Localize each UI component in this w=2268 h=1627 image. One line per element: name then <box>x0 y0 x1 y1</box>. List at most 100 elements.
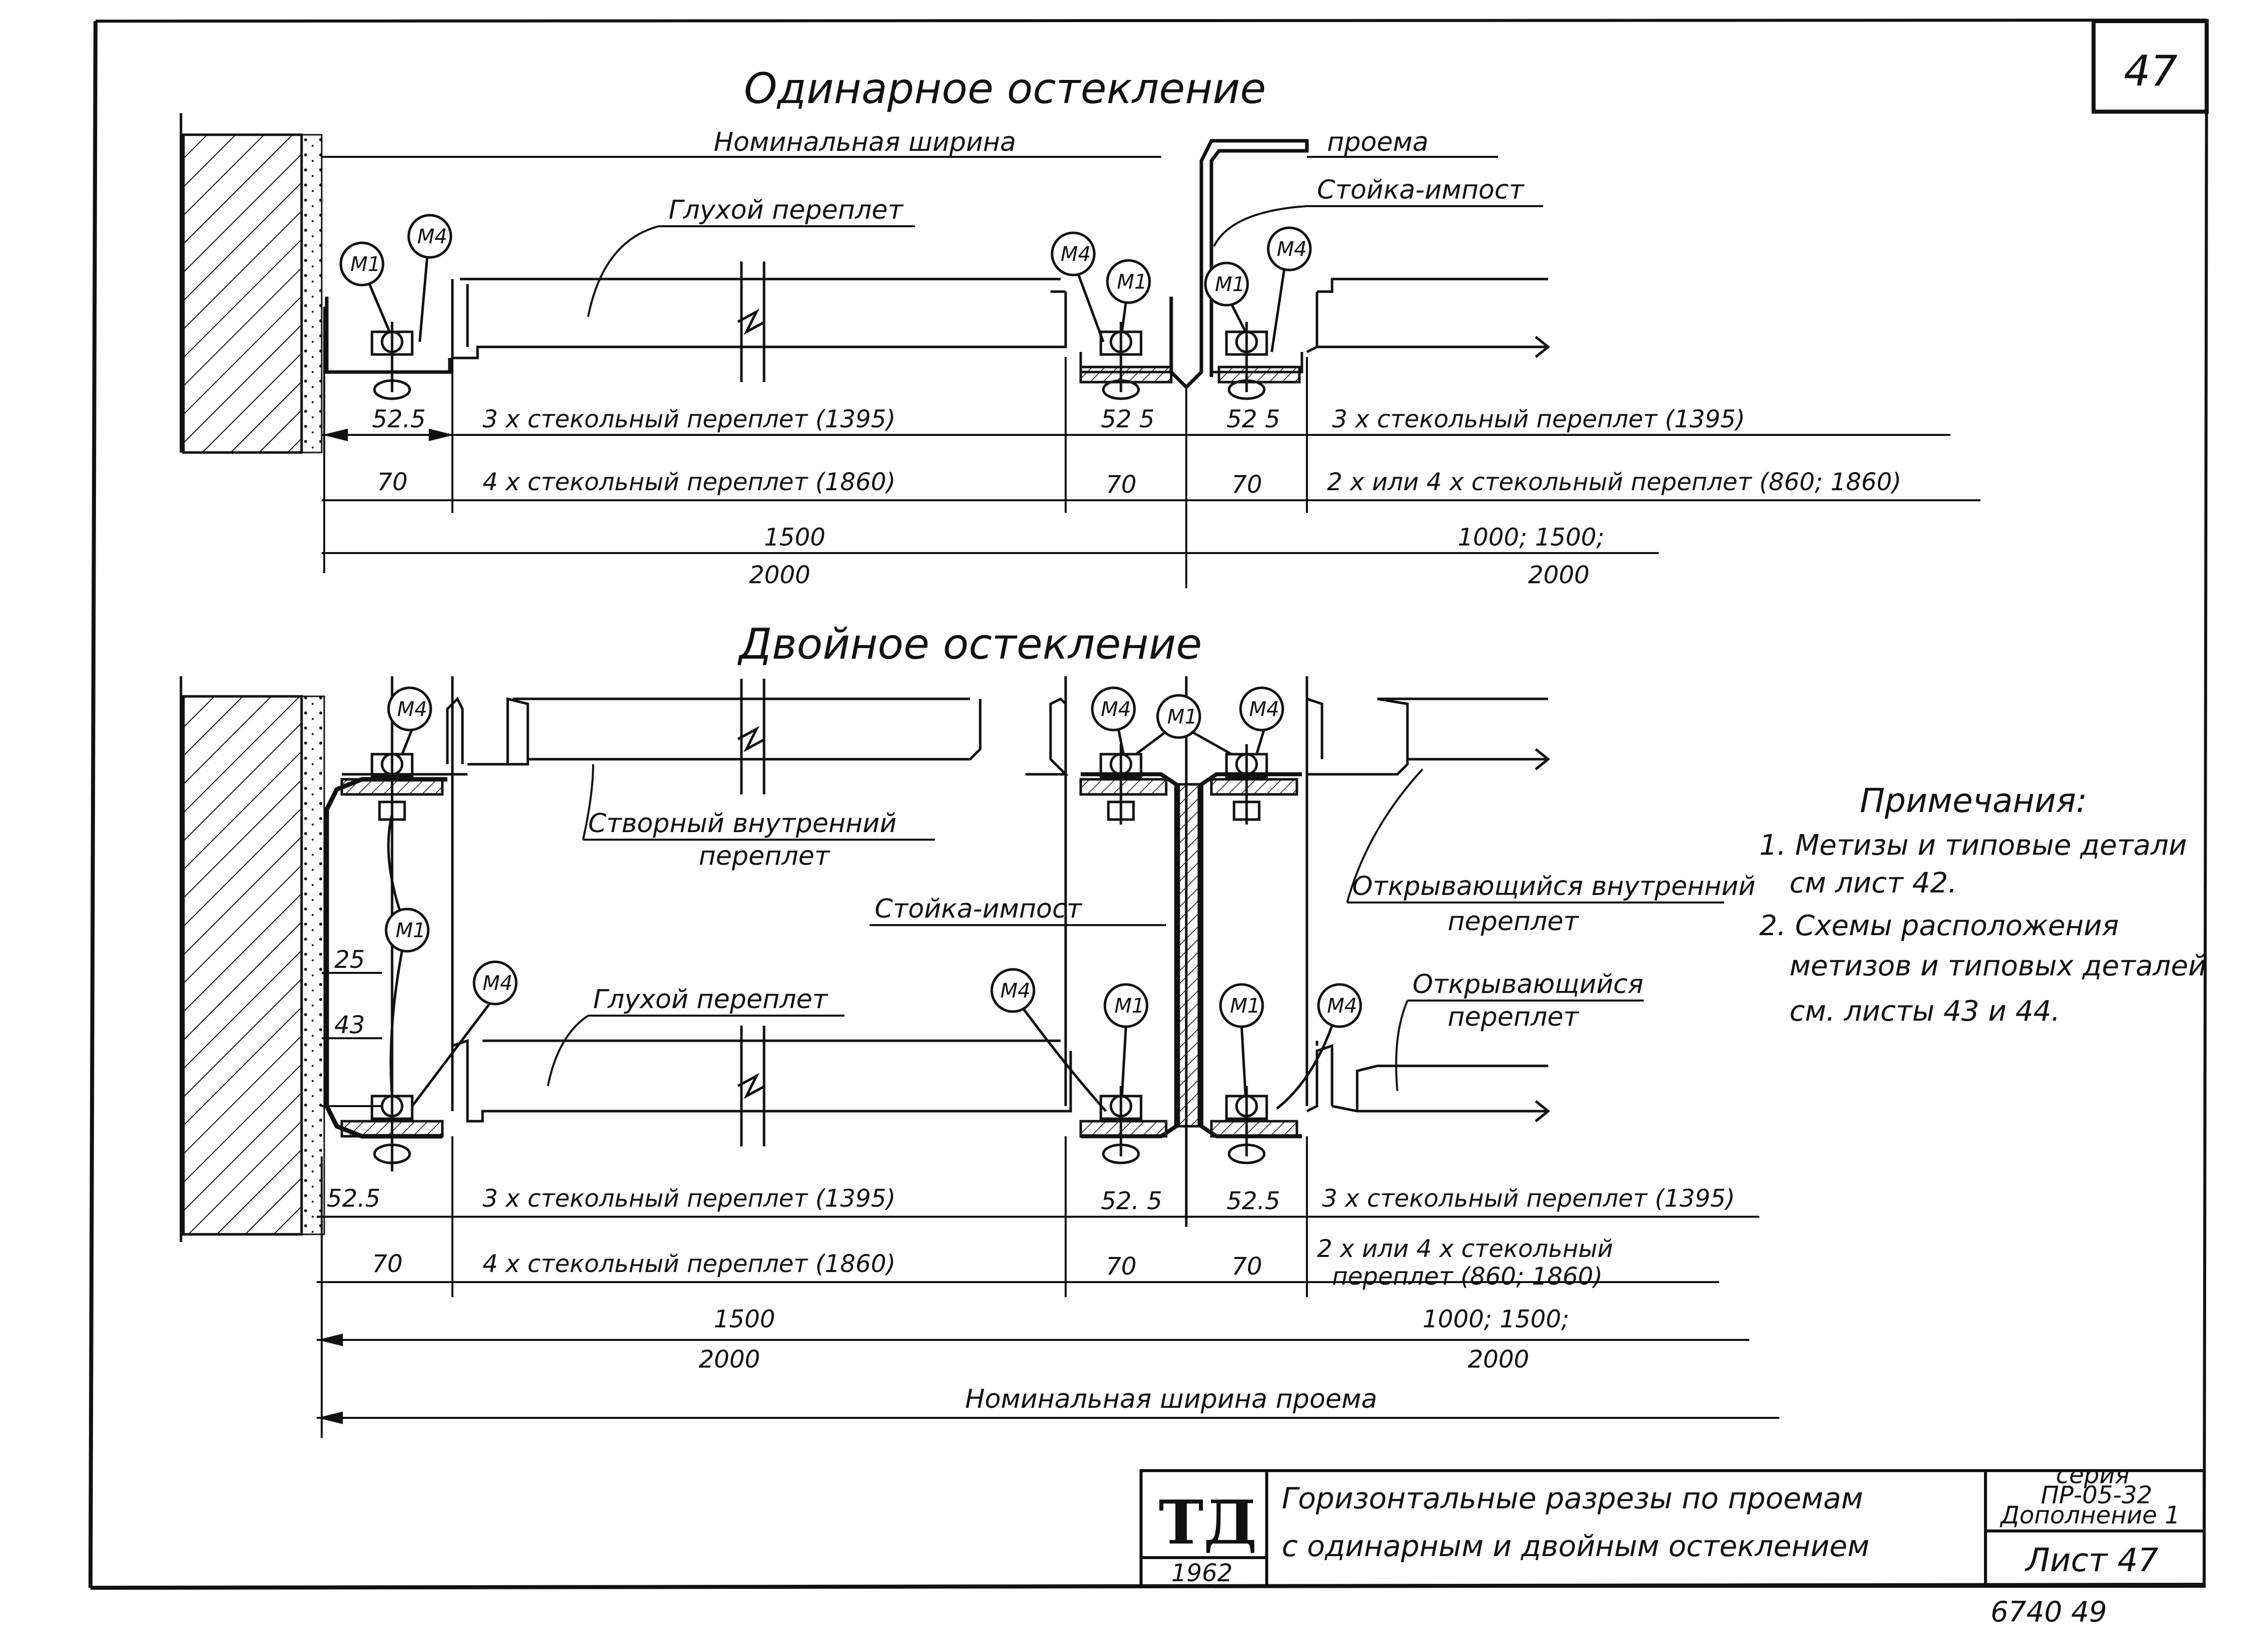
single-total-left-a: 1500 <box>764 523 825 552</box>
double-nominal-label: Номинальная ширина проема <box>965 1384 1377 1414</box>
series-code: ПР-05-32 <box>2041 1481 2152 1509</box>
single-dim-1-4: 3 х стекольный переплет (1395) <box>1332 405 1745 433</box>
single-dim-2-1: 4 х стекольный переплет (1860) <box>483 468 896 496</box>
note-line-3: метизов и типовых деталей <box>1789 950 2207 982</box>
dcallout-m1-a: М1 <box>1167 705 1197 729</box>
callout-m1-b: М1 <box>1117 270 1147 294</box>
dcallout-m4-c: М4 <box>1249 698 1279 721</box>
opening-inner-label: Открывающийся внутренний <box>1352 871 1755 901</box>
dcallout-m4-f: М4 <box>1327 995 1357 1018</box>
dbolt-3 <box>1225 744 1268 825</box>
double-bolts <box>370 744 1268 1164</box>
title-block-line2: с одинарным и двойным остеклением <box>1282 1529 1869 1563</box>
note-line-2: 2. Схемы расположения <box>1759 910 2119 942</box>
double-fixed-frame-label: Глухой переплет <box>593 984 828 1015</box>
bolt-2 <box>1099 322 1143 400</box>
double-section-lines <box>324 676 1551 1227</box>
single-post-label: Стойка-импост <box>1317 175 1525 205</box>
dcallout-m4-d: М4 <box>483 972 513 995</box>
dcallout-m4-e: М4 <box>1000 979 1030 1003</box>
double-total-right-b: 2000 <box>1468 1345 1529 1374</box>
single-wall <box>179 113 323 454</box>
note-line-4: см. листы 43 и 44. <box>1789 995 2060 1028</box>
bolt-1 <box>370 322 414 400</box>
single-dim-1-2: 52 5 <box>1101 405 1155 433</box>
single-total-left-b: 2000 <box>749 561 810 589</box>
single-dim-1-3: 52 5 <box>1226 405 1280 433</box>
opening-leader <box>1395 1000 1408 1092</box>
double-dim-2-1: 4 х стекольный переплет (1860) <box>483 1250 896 1278</box>
opening-inner-label-2: переплет <box>1448 907 1579 937</box>
single-dim-2-4: 2 х или 4 х стекольный переплет (860; 18… <box>1327 468 1902 496</box>
opening-label: Открывающийся <box>1412 969 1643 1000</box>
single-dimension-lines <box>322 307 1980 588</box>
double-total-left-b: 2000 <box>699 1345 760 1374</box>
double-dim-2-5: переплет (860; 1860) <box>1332 1262 1602 1291</box>
dim-43: 43 <box>334 1011 365 1039</box>
sheet-number: 47 <box>2124 46 2178 96</box>
title-block-line1: Горизонтальные разрезы по проемам <box>1282 1481 1863 1515</box>
hinged-inner-label: Створный внутренний <box>588 808 897 839</box>
dim-25: 25 <box>334 946 365 974</box>
double-callouts <box>385 686 1362 1112</box>
double-dim-2-3: 70 <box>1232 1252 1262 1281</box>
double-dimension-lines <box>317 1136 1779 1438</box>
single-dim-1-0: 52.5 <box>372 405 426 433</box>
double-dim-2-2: 70 <box>1106 1252 1137 1281</box>
bottom-code: 6740 49 <box>1991 1596 2107 1627</box>
title-block-logo: ТД <box>1159 1487 1257 1558</box>
dbolt-6 <box>1225 1086 1268 1164</box>
single-callouts <box>339 214 1312 352</box>
title-block <box>1140 1469 2206 1588</box>
notes: Примечания: 1. Метизы и типовые детали с… <box>1759 781 2207 1028</box>
dbolt-2 <box>1099 744 1143 825</box>
dcallout-m1-d: М1 <box>1230 995 1260 1018</box>
title-block-year: 1962 <box>1171 1559 1233 1587</box>
single-fixed-leader <box>587 225 659 317</box>
single-nominal-label: Номинальная ширина <box>714 127 1016 157</box>
single-total-right-b: 2000 <box>1528 561 1589 589</box>
double-dim-1-3: 52.5 <box>1226 1187 1280 1215</box>
double-dim-1-4: 3 х стекольный переплет (1395) <box>1322 1185 1735 1213</box>
single-dim-2-0: 70 <box>377 468 408 496</box>
dcallout-m1-c: М1 <box>1114 995 1145 1018</box>
notes-heading: Примечания: <box>1860 781 2087 820</box>
note-line-0: 1. Метизы и типовые детали <box>1759 829 2187 862</box>
double-dim-1-1: 3 х стекольный переплет (1395) <box>483 1185 896 1213</box>
bolt-3 <box>1225 322 1268 400</box>
double-vertical-dims <box>322 972 382 1107</box>
single-dim-2-3: 70 <box>1232 471 1262 499</box>
single-dim-2-2: 70 <box>1106 471 1137 499</box>
series-label: серия <box>2056 1461 2129 1489</box>
callout-m4-b: М4 <box>1061 243 1091 266</box>
dcallout-m4-a: М4 <box>397 698 427 721</box>
single-bolts <box>370 322 1268 400</box>
hinged-inner-label-2: переплет <box>699 841 830 871</box>
callout-m1-c: М1 <box>1215 273 1245 296</box>
single-fixed-frame-label: Глухой переплет <box>669 195 904 225</box>
double-total-left-a: 1500 <box>714 1305 775 1333</box>
series-supplement: Дополнение 1 <box>2000 1501 2180 1529</box>
single-post-leader <box>1213 205 1307 247</box>
callout-m4-a: М4 <box>417 225 447 248</box>
dcallout-m1-b: М1 <box>396 919 426 942</box>
double-fixed-leader <box>547 1015 589 1087</box>
hinged-leader <box>582 764 594 840</box>
double-dim-1-2: 52. 5 <box>1101 1187 1162 1215</box>
double-dim-2-4: 2 х или 4 х стекольный <box>1317 1235 1613 1263</box>
dbolt-5 <box>1099 1086 1143 1164</box>
single-section-lines <box>322 139 1551 390</box>
sheet-label: Лист 47 <box>2025 1542 2158 1579</box>
double-dim-1-0: 52.5 <box>327 1185 381 1213</box>
double-post-label: Стойка-импост <box>875 894 1083 924</box>
single-total-right-a: 1000; 1500; <box>1458 523 1604 552</box>
single-nominal-label-right: проема <box>1327 127 1429 157</box>
double-glazing-title: Двойное остекление <box>737 619 1202 669</box>
dcallout-m4-b: М4 <box>1101 698 1131 721</box>
opening-label-2: переплет <box>1448 1002 1579 1032</box>
double-wall <box>179 676 325 1242</box>
callout-m1-a: М1 <box>350 253 381 276</box>
note-line-1: см лист 42. <box>1789 867 1957 899</box>
single-glazing-title: Одинарное остекление <box>744 64 1266 113</box>
